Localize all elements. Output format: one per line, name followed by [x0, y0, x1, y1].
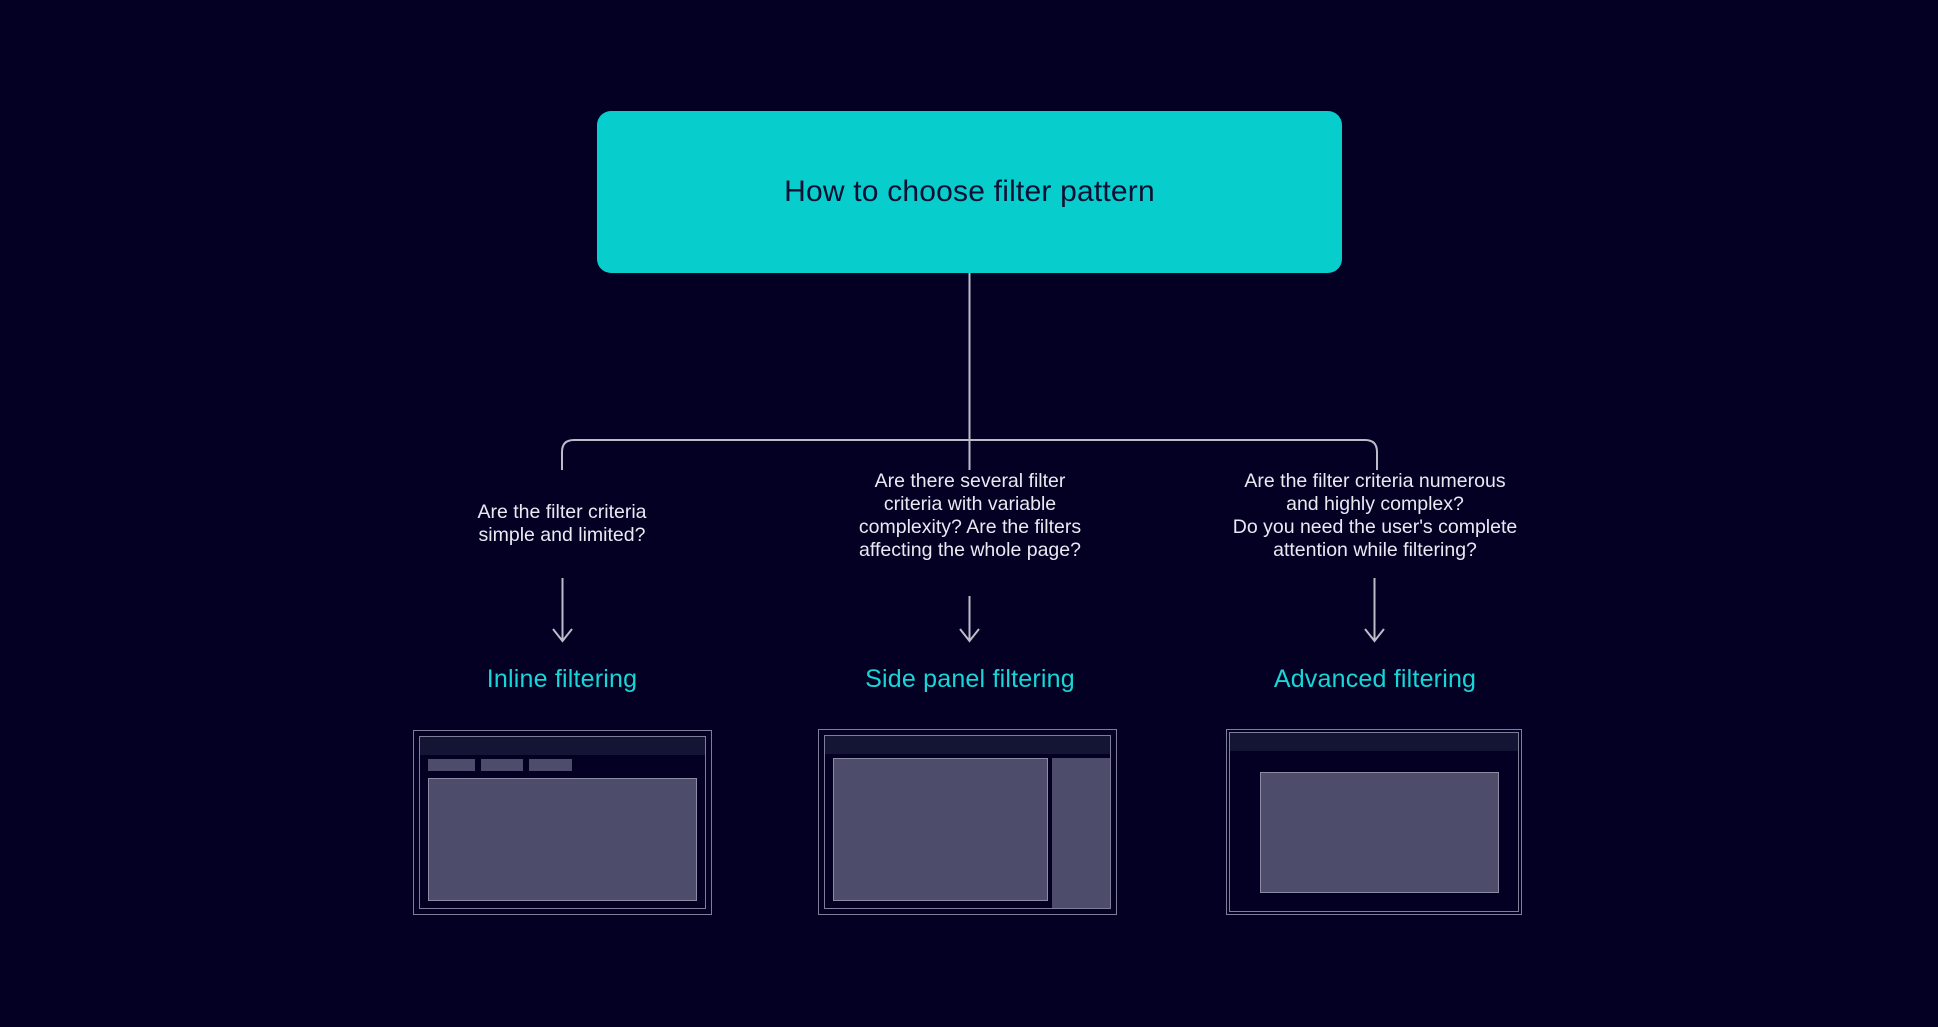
root-node-label: How to choose filter pattern	[784, 175, 1155, 208]
inline-filter-chip[interactable]	[529, 759, 572, 771]
side-panel-filtering-mockup[interactable]	[818, 729, 1117, 915]
advanced-filter-modal[interactable]	[1260, 772, 1499, 893]
branch-question-inline: Are the filter criteria simple and limit…	[477, 501, 647, 546]
inline-content-area	[428, 778, 697, 901]
branch-advanced: Are the filter criteria numerous and hig…	[1175, 470, 1575, 562]
arrow-head-side-panel	[959, 628, 980, 643]
root-node[interactable]: How to choose filter pattern	[597, 111, 1342, 273]
side-panel-filter-drawer[interactable]	[1052, 758, 1110, 908]
side-panel-mockup-frame	[824, 735, 1111, 909]
arrow-head-advanced	[1364, 628, 1385, 643]
side-panel-mockup-header-bar	[825, 736, 1110, 754]
connector-bus	[561, 439, 1378, 470]
advanced-mockup-frame	[1229, 732, 1519, 912]
inline-filtering-mockup[interactable]	[413, 730, 712, 915]
branch-side-panel: Are there several filter criteria with v…	[770, 470, 1170, 562]
advanced-mockup-header-bar	[1230, 733, 1518, 751]
branch-outcome-inline[interactable]: Inline filtering	[486, 665, 638, 693]
arrow-head-inline	[552, 628, 573, 643]
inline-mockup-header-bar	[420, 737, 705, 755]
branch-outcome-side-panel[interactable]: Side panel filtering	[865, 665, 1075, 693]
branch-outcome-advanced[interactable]: Advanced filtering	[1273, 665, 1477, 693]
branch-question-side-panel: Are there several filter criteria with v…	[858, 470, 1082, 561]
branch-inline: Are the filter criteria simple and limit…	[362, 501, 762, 547]
advanced-filtering-mockup[interactable]	[1226, 729, 1522, 915]
inline-filter-chip[interactable]	[481, 759, 523, 771]
inline-mockup-frame	[419, 736, 706, 909]
side-panel-content-area	[833, 758, 1048, 901]
branch-question-advanced: Are the filter criteria numerous and hig…	[1232, 470, 1518, 561]
inline-filter-chip[interactable]	[428, 759, 475, 771]
